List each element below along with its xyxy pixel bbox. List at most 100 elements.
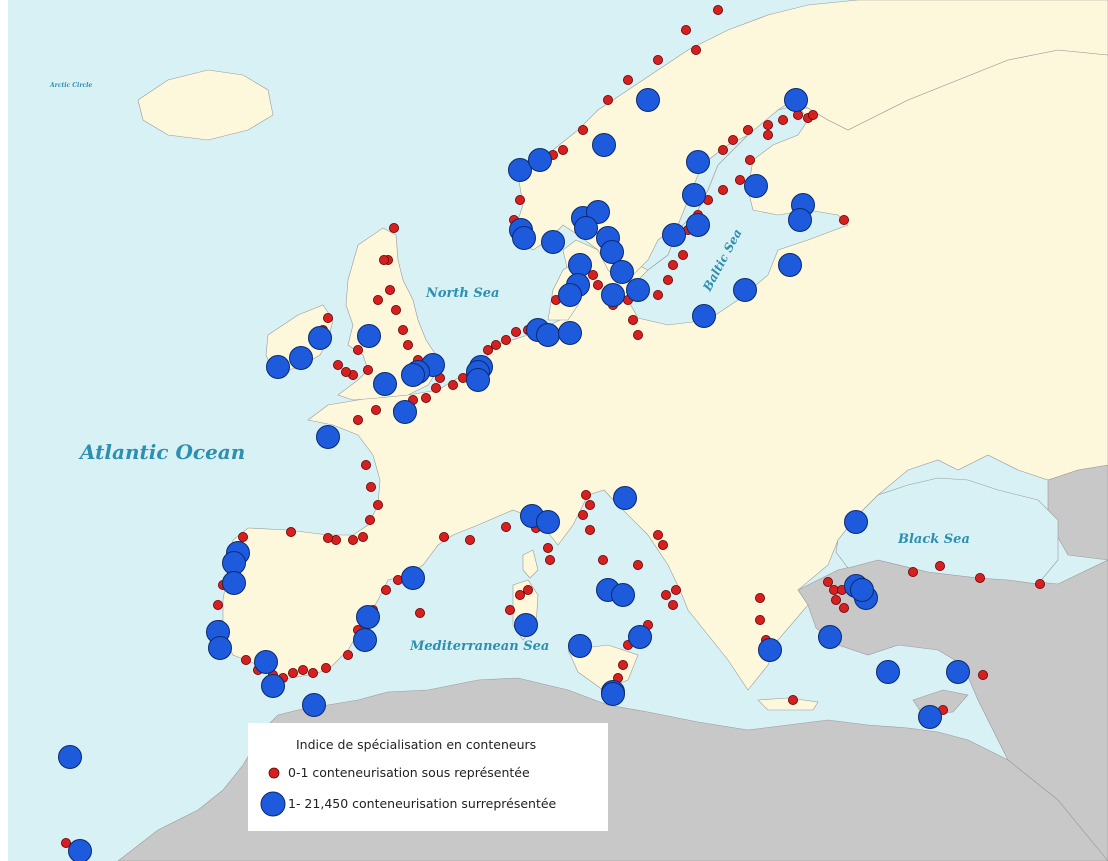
small-port-marker: [420, 392, 431, 403]
small-port-marker: [598, 555, 609, 566]
small-port-marker: [523, 585, 534, 596]
large-port-marker: [946, 660, 970, 684]
great-britain: [337, 227, 439, 401]
large-port-marker: [784, 88, 808, 112]
small-port-marker: [628, 314, 639, 325]
large-port-marker: [393, 400, 417, 424]
large-port-marker: [308, 326, 332, 350]
small-port-marker: [514, 590, 525, 601]
atlantic-ocean-label: Atlantic Ocean: [78, 440, 245, 464]
small-port-marker: [593, 279, 604, 290]
large-port-marker: [600, 240, 624, 264]
small-port-marker: [745, 154, 756, 165]
small-port-marker: [490, 339, 501, 350]
large-port-marker: [692, 304, 716, 328]
large-port-marker: [357, 324, 381, 348]
small-port-marker: [514, 194, 525, 205]
small-port-marker: [287, 668, 298, 679]
small-port-marker: [352, 344, 363, 355]
large-port-marker: [528, 148, 552, 172]
small-port-marker: [342, 650, 353, 661]
small-port-marker: [357, 532, 368, 543]
large-port-marker: [508, 158, 532, 182]
small-port-marker: [370, 404, 381, 415]
small-port-marker: [240, 655, 251, 666]
small-port-marker: [808, 110, 819, 121]
large-port-marker: [628, 625, 652, 649]
small-port-marker: [543, 543, 554, 554]
small-port-marker: [372, 294, 383, 305]
small-port-marker: [578, 125, 589, 136]
large-port-marker: [613, 486, 637, 510]
small-port-marker: [212, 600, 223, 611]
small-port-marker: [237, 532, 248, 543]
small-port-marker: [823, 577, 834, 588]
small-port-marker: [603, 95, 614, 106]
north-sea-label: North Sea: [425, 286, 499, 301]
small-port-marker: [558, 144, 569, 155]
small-port-marker: [935, 561, 946, 572]
small-port-marker: [364, 515, 375, 526]
large-port-marker: [58, 745, 82, 769]
small-port-marker: [839, 214, 850, 225]
small-port-marker: [362, 364, 373, 375]
large-port-marker: [918, 705, 942, 729]
small-port-marker: [297, 665, 308, 676]
small-port-marker: [464, 535, 475, 546]
corsica: [522, 549, 539, 579]
large-port-marker: [844, 510, 868, 534]
small-port-marker: [482, 344, 493, 355]
large-port-marker: [686, 150, 710, 174]
small-port-marker: [61, 838, 72, 849]
small-port-marker: [728, 134, 739, 145]
large-port-marker: [626, 278, 650, 302]
small-port-marker: [778, 115, 789, 126]
legend-row-large: 1- 21,450 conteneurisation surreprésenté…: [248, 789, 608, 819]
small-port-marker: [365, 481, 376, 492]
small-port-marker: [831, 595, 842, 606]
small-port-marker: [352, 414, 363, 425]
large-port-marker: [586, 200, 610, 224]
small-port-marker: [384, 284, 395, 295]
large-port-marker: [662, 223, 686, 247]
small-port-marker: [763, 129, 774, 140]
large-port-marker: [261, 674, 285, 698]
small-port-marker: [623, 75, 634, 86]
legend-row-small: 0-1 conteneurisation sous représentée: [248, 761, 608, 791]
small-port-marker: [585, 525, 596, 536]
large-port-marker: [401, 566, 425, 590]
small-port-marker: [347, 535, 358, 546]
large-port-marker: [289, 346, 313, 370]
small-port-marker: [735, 174, 746, 185]
small-port-marker: [668, 259, 679, 270]
small-port-marker: [322, 533, 333, 544]
small-port-marker: [975, 573, 986, 584]
small-port-marker: [718, 184, 729, 195]
large-port-marker: [686, 213, 710, 237]
large-port-marker: [610, 260, 634, 284]
large-port-marker: [574, 216, 598, 240]
large-port-marker: [568, 253, 592, 277]
arctic-circle-label: Arctic Circle: [49, 82, 92, 89]
small-port-marker: [581, 489, 592, 500]
small-port-marker: [360, 459, 371, 470]
small-port-marker: [438, 532, 449, 543]
large-port-marker: [850, 578, 874, 602]
small-port-marker: [671, 585, 682, 596]
map-frame: Arctic Circle North Sea Baltic Sea Atlan…: [8, 0, 1108, 861]
legend-large-label: 1- 21,450 conteneurisation surreprésenté…: [288, 796, 557, 811]
small-port-marker: [668, 600, 679, 611]
small-port-marker: [378, 254, 389, 265]
small-port-marker: [322, 312, 333, 323]
large-port-marker: [568, 634, 592, 658]
legend: Indice de spécialisation en conteneurs 0…: [248, 723, 608, 831]
mediterranean-sea-label: Mediterranean Sea: [409, 639, 549, 654]
legend-title: Indice de spécialisation en conteneurs: [296, 737, 537, 752]
large-port-marker: [302, 693, 326, 717]
large-port-marker: [512, 226, 536, 250]
large-ports-layer: [58, 88, 970, 861]
small-port-marker: [285, 527, 296, 538]
large-port-marker: [266, 355, 290, 379]
large-port-marker: [636, 88, 660, 112]
large-port-marker: [373, 372, 397, 396]
